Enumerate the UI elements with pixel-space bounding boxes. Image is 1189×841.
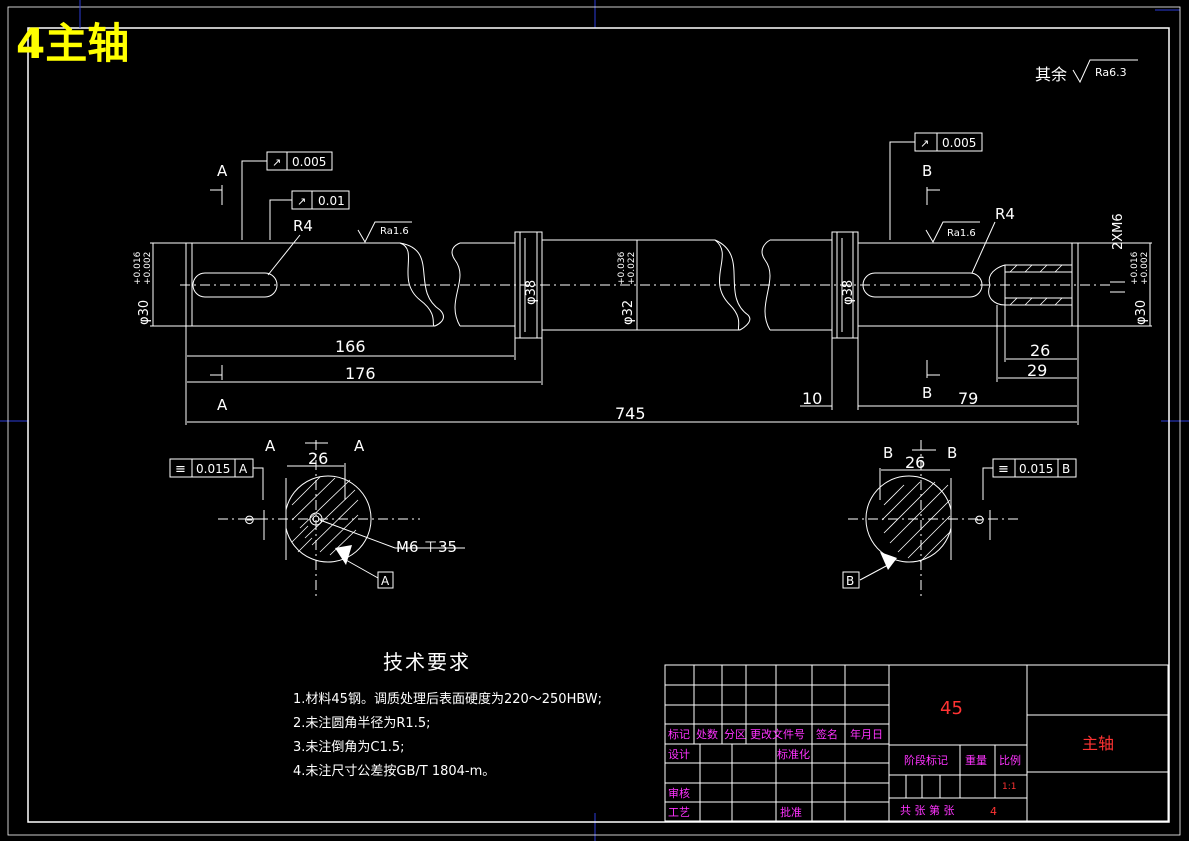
svg-text:技术要求: 技术要求	[383, 650, 471, 674]
svg-text:A: A	[381, 574, 390, 588]
outer-border	[7, 6, 1181, 836]
svg-text:3.未注倒角为C1.5;: 3.未注倒角为C1.5;	[293, 740, 405, 755]
inner-border	[27, 27, 1170, 823]
svg-text:176: 176	[345, 364, 376, 383]
svg-text:26: 26	[308, 449, 328, 468]
svg-text:26: 26	[1030, 341, 1050, 360]
svg-text:φ30: φ30	[137, 300, 152, 325]
gdt-runout-left-top: ↗ 0.005	[241, 151, 333, 240]
svg-text:B: B	[883, 444, 893, 462]
svg-text:↗: ↗	[297, 195, 306, 208]
svg-text:标准化: 标准化	[777, 747, 810, 761]
svg-text:B: B	[947, 444, 957, 462]
svg-text:4: 4	[990, 805, 997, 818]
svg-text:A: A	[239, 462, 248, 476]
svg-text:比例: 比例	[999, 753, 1021, 767]
svg-text:0.005: 0.005	[292, 155, 326, 169]
svg-text:+0.002: +0.002	[143, 252, 153, 285]
svg-text:0.015: 0.015	[196, 462, 230, 476]
svg-text:↗: ↗	[920, 137, 929, 150]
svg-text:其余: 其余	[1035, 65, 1067, 84]
svg-text:工艺: 工艺	[668, 806, 690, 819]
svg-text:10: 10	[802, 389, 822, 408]
svg-text:分区: 分区	[724, 728, 746, 741]
svg-text:⊖: ⊖	[974, 513, 985, 528]
svg-text:2XM6: 2XM6	[1111, 213, 1126, 250]
svg-text:+0.016: +0.016	[133, 251, 143, 285]
svg-text:签名: 签名	[816, 727, 838, 741]
svg-text:1.材料45钢。调质处理后表面硬度为220～250HBW;: 1.材料45钢。调质处理后表面硬度为220～250HBW;	[293, 691, 602, 707]
section-b-b: B B 26 B ≡ 0.015 B ⊖	[842, 440, 1077, 600]
svg-text:重量: 重量	[965, 753, 987, 767]
svg-text:Ra1.6: Ra1.6	[947, 228, 976, 239]
svg-text:阶段标记: 阶段标记	[904, 753, 948, 767]
svg-text:设计: 设计	[668, 748, 690, 761]
roughness-left: Ra1.6	[357, 221, 412, 244]
svg-text:φ38: φ38	[524, 280, 539, 305]
svg-text:745: 745	[615, 404, 646, 423]
svg-text:更改文件号: 更改文件号	[750, 727, 805, 741]
svg-text:⊤: ⊤	[424, 538, 437, 556]
svg-text:4.未注尺寸公差按GB/T 1804-m。: 4.未注尺寸公差按GB/T 1804-m。	[293, 764, 495, 779]
technical-requirements: 技术要求 1.材料45钢。调质处理后表面硬度为220～250HBW; 2.未注圆…	[293, 650, 602, 779]
svg-text:φ32: φ32	[621, 300, 636, 325]
svg-text:45: 45	[940, 698, 963, 719]
svg-text:年月日: 年月日	[850, 727, 883, 741]
title-block: 标记 处数 分区 更改文件号 签名 年月日 设计 标准化 审核 工艺 批准 阶段…	[664, 664, 1169, 822]
svg-text:0.015: 0.015	[1019, 462, 1053, 476]
shaft-main-view	[180, 231, 1110, 339]
svg-text:29: 29	[1027, 361, 1047, 380]
svg-text:⊖: ⊖	[244, 513, 255, 528]
gdt-runout-left-mid: ↗ 0.01	[269, 190, 350, 240]
svg-text:↗: ↗	[272, 156, 281, 169]
section-a-a: A A 26 A M6 ⊤ 35	[169, 437, 465, 600]
svg-text:标记: 标记	[668, 727, 690, 741]
diameter-dimensions: φ30 +0.016 +0.002 φ38 φ32 +0.036 +0.022 …	[133, 213, 1152, 332]
svg-text:≡: ≡	[175, 462, 186, 477]
svg-text:φ30: φ30	[1134, 300, 1149, 325]
length-dimensions: 166 176 745 10 79 26 29	[185, 305, 1079, 425]
svg-text:批准: 批准	[780, 805, 802, 819]
svg-text:Ra6.3: Ra6.3	[1095, 66, 1127, 79]
svg-text:A: A	[354, 437, 365, 455]
svg-text:79: 79	[958, 389, 978, 408]
svg-text:2.未注圆角半径为R1.5;: 2.未注圆角半径为R1.5;	[293, 716, 431, 731]
svg-text:+0.016: +0.016	[1130, 251, 1140, 285]
radius-leaders: R4 R4	[267, 205, 1015, 276]
svg-text:B: B	[922, 162, 932, 180]
svg-text:审核: 审核	[668, 786, 690, 800]
svg-text:A: A	[265, 437, 276, 455]
gdt-runout-right: ↗ 0.005	[889, 132, 983, 240]
svg-text:+0.036: +0.036	[617, 251, 627, 285]
drawing-title: 4主轴	[16, 19, 129, 68]
roughness-note: 其余 Ra6.3	[1035, 59, 1138, 84]
svg-text:26: 26	[905, 453, 925, 472]
svg-text:B: B	[846, 574, 854, 588]
svg-text:M6: M6	[396, 538, 419, 556]
svg-text:B: B	[1062, 462, 1070, 476]
svg-text:共 张 第 张: 共 张 第 张	[900, 803, 955, 817]
svg-text:R4: R4	[995, 205, 1015, 223]
svg-text:主轴: 主轴	[1082, 734, 1114, 753]
svg-text:1:1: 1:1	[1002, 782, 1016, 792]
section-markers-main: A A B B	[210, 162, 940, 414]
svg-text:B: B	[922, 384, 932, 402]
svg-text:R4: R4	[293, 217, 313, 235]
svg-text:φ38: φ38	[841, 280, 856, 305]
svg-text:A: A	[217, 162, 228, 180]
svg-text:0.01: 0.01	[318, 194, 345, 208]
svg-text:处数: 处数	[696, 728, 718, 741]
svg-text:0.005: 0.005	[942, 136, 976, 150]
svg-text:A: A	[217, 396, 228, 414]
roughness-right: Ra1.6	[925, 221, 980, 244]
svg-text:166: 166	[335, 337, 366, 356]
svg-text:≡: ≡	[998, 462, 1009, 477]
svg-text:+0.022: +0.022	[627, 252, 637, 285]
svg-text:35: 35	[438, 538, 457, 556]
svg-text:Ra1.6: Ra1.6	[380, 226, 409, 237]
svg-text:+0.002: +0.002	[1140, 252, 1150, 285]
